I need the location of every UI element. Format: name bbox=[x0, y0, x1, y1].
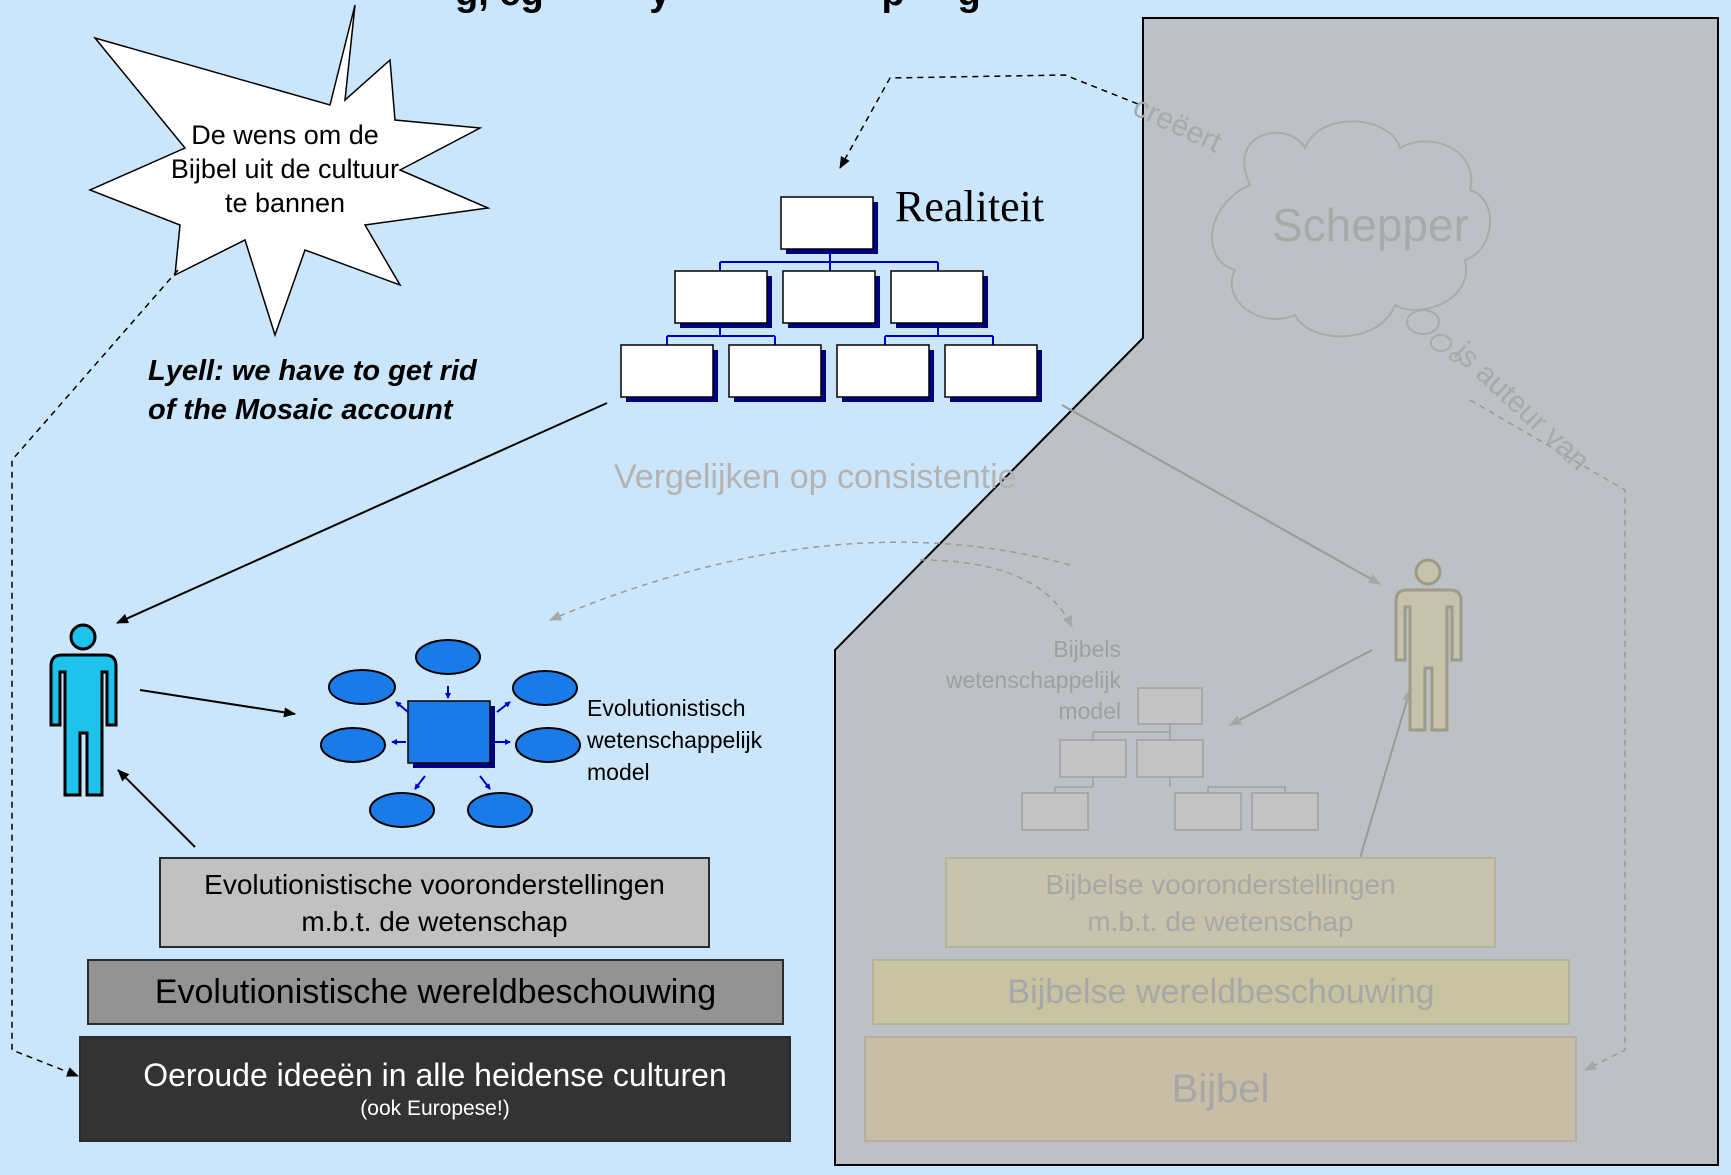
bible-model-line3: model bbox=[1058, 698, 1121, 724]
quote-line1: Lyell: we have to get rid bbox=[148, 355, 477, 387]
pagan-ideas-line2: (ook Europese!) bbox=[360, 1097, 510, 1120]
arrow-reality-to-human bbox=[116, 402, 608, 624]
bible-model-label: Bijbels wetenschappelijk model bbox=[910, 634, 1121, 727]
evo-model-line1: Evolutionistisch bbox=[587, 695, 746, 721]
arrow-compare-right bbox=[919, 559, 1073, 628]
bible-model-line2: wetenschappelijk bbox=[945, 667, 1121, 693]
evo-model-line2: wetenschappelijk bbox=[587, 727, 763, 753]
title-partial: g, eg y p g bbox=[455, 0, 981, 15]
evo-presuppositions-box: Evolutionistische vooronderstellingen m.… bbox=[159, 857, 710, 948]
creator-label: Schepper bbox=[1272, 199, 1469, 251]
arrow-compare-left bbox=[549, 541, 1071, 621]
starburst-text: De wens om de Bijbel uit de cultuur te b… bbox=[140, 118, 430, 220]
evo-model-graphic bbox=[320, 639, 581, 828]
bible-presuppositions-box: Bijbelse vooronderstellingen m.b.t. de w… bbox=[945, 857, 1496, 948]
reality-boxes bbox=[620, 196, 1042, 402]
pagan-ideas-box: Oeroude ideeën in alle heidense culturen… bbox=[79, 1036, 791, 1142]
human-right-icon bbox=[1394, 558, 1463, 732]
arrow-starburst-to-ideas bbox=[11, 269, 179, 1077]
starburst-line3: te bannen bbox=[224, 188, 346, 218]
arrow-presup-to-human bbox=[117, 769, 196, 848]
bible-text: Bijbel bbox=[1171, 1066, 1270, 1111]
arrow-reality-to-human-right bbox=[1061, 404, 1381, 585]
evo-model-line3: model bbox=[587, 759, 650, 785]
evo-worldview-box: Evolutionistische wereldbeschouwing bbox=[87, 959, 784, 1025]
evo-model-label: Evolutionistisch wetenschappelijk model bbox=[587, 692, 762, 788]
arrow-human-to-bible-model bbox=[1229, 649, 1373, 726]
bible-presup-line2: m.b.t. de wetenschap bbox=[1087, 905, 1354, 937]
arrow-bible-presup-to-human bbox=[1359, 689, 1412, 859]
bible-model-line1: Bijbels bbox=[1053, 636, 1121, 662]
starburst-line1: De wens om de bbox=[191, 120, 379, 150]
bible-box: Bijbel bbox=[864, 1036, 1577, 1142]
arrow-human-to-model bbox=[139, 689, 296, 718]
pagan-ideas-line1: Oeroude ideeën in alle heidense culturen bbox=[143, 1057, 727, 1093]
arrow-creator-to-reality bbox=[839, 74, 1149, 169]
compare-label: Vergelijken op consistentie bbox=[614, 458, 1017, 496]
evo-presup-line2: m.b.t. de wetenschap bbox=[301, 905, 568, 937]
starburst-shape bbox=[88, 4, 491, 338]
starburst-line2: Bijbel uit de cultuur bbox=[170, 154, 400, 184]
evo-presup-line1: Evolutionistische vooronderstellingen bbox=[204, 868, 665, 900]
creator-cloud-icon bbox=[1211, 120, 1492, 362]
evo-worldview-text: Evolutionistische wereldbeschouwing bbox=[154, 972, 717, 1011]
bible-worldview-text: Bijbelse wereldbeschouwing bbox=[1007, 972, 1435, 1011]
arrow-creator-to-bible bbox=[1469, 399, 1626, 1071]
bible-presup-line1: Bijbelse vooronderstellingen bbox=[1045, 868, 1396, 900]
human-left-icon bbox=[49, 623, 118, 797]
quote-line2: of the Mosaic account bbox=[148, 394, 453, 426]
reality-label: Realiteit bbox=[895, 182, 1045, 231]
bible-worldview-box: Bijbelse wereldbeschouwing bbox=[872, 959, 1570, 1025]
bible-model-orgchart bbox=[1021, 687, 1319, 831]
lyell-quote: Lyell: we have to get rid of the Mosaic … bbox=[148, 352, 477, 430]
